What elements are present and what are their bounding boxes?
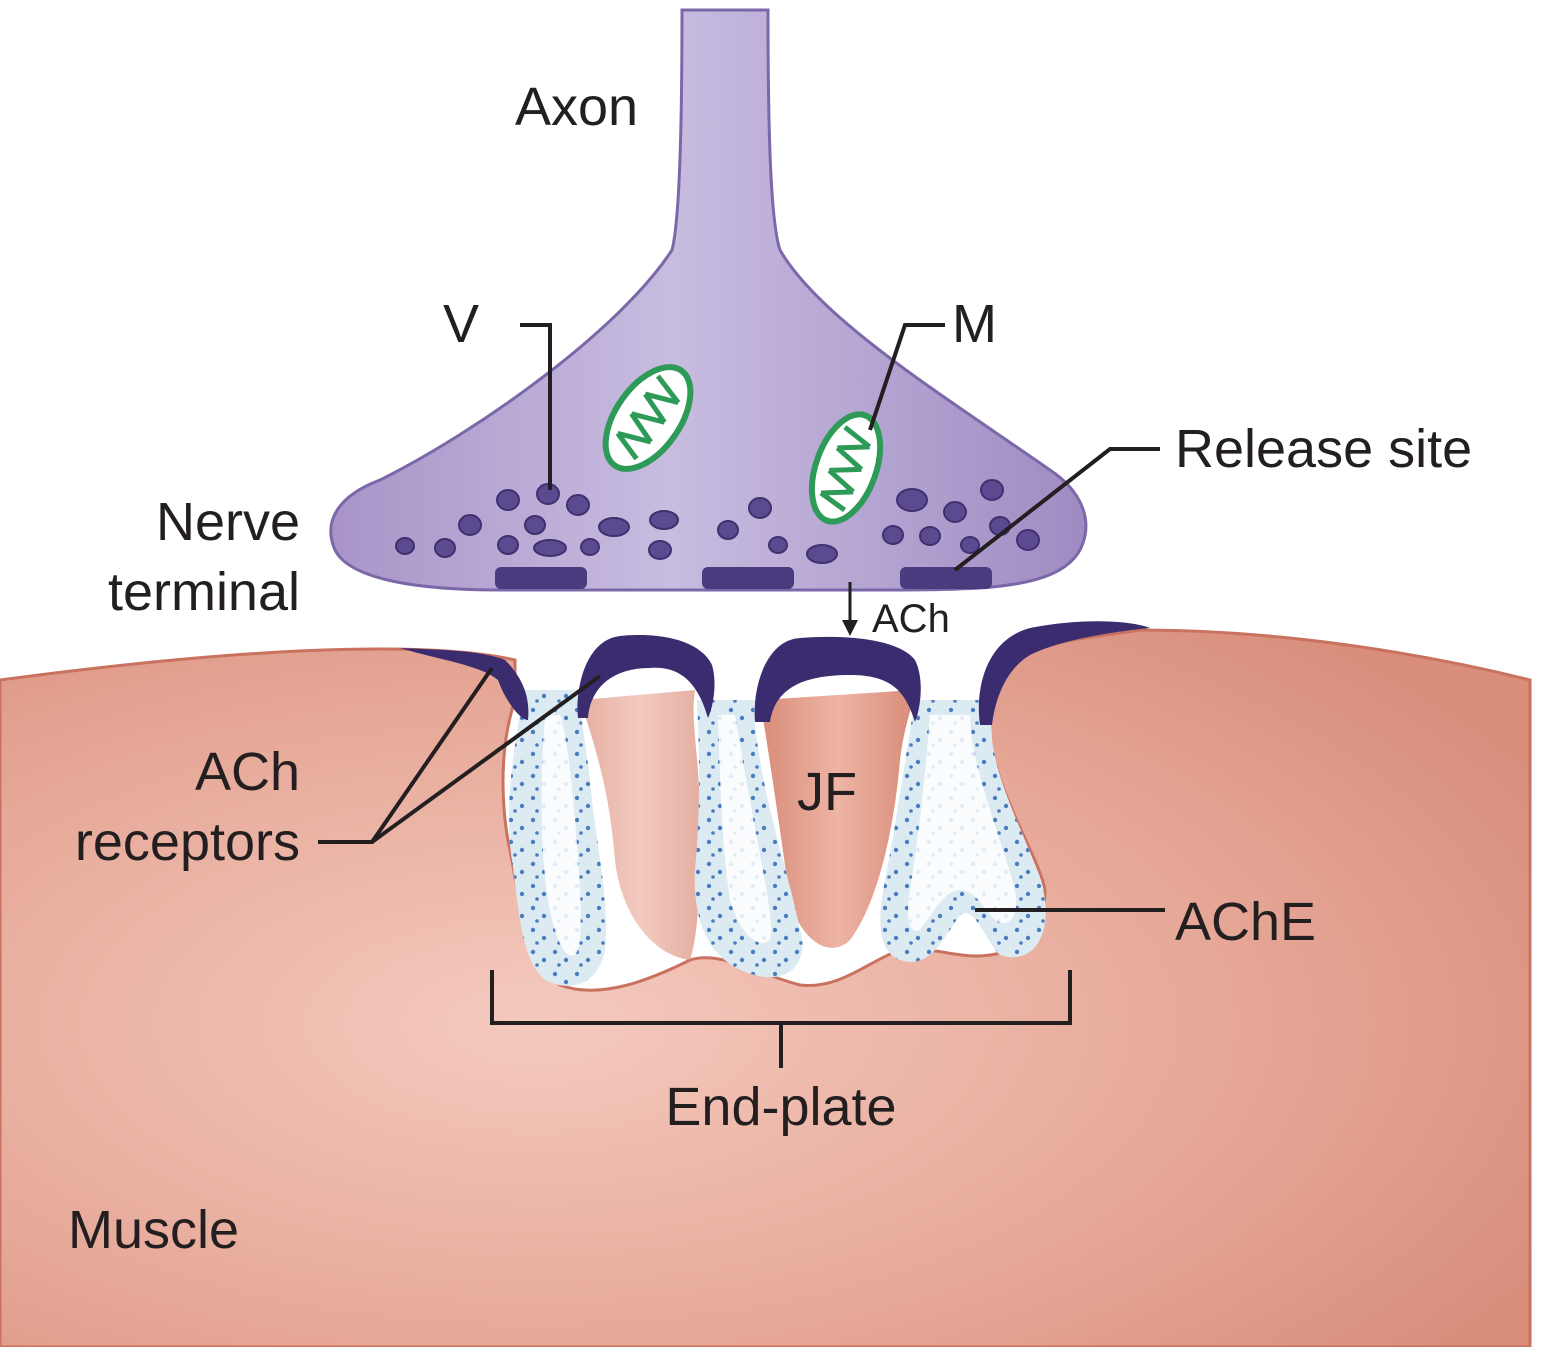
mitochondrion-icon xyxy=(602,364,694,472)
labels: Axon V M Release site Nerve terminal ACh… xyxy=(68,77,1472,1260)
ache-label: AChE xyxy=(1175,892,1316,952)
end-plate-label: End-plate xyxy=(665,1077,896,1137)
synaptic-vesicle-icon xyxy=(458,514,482,536)
ach-release-arrow xyxy=(842,582,858,636)
junctional-fold-label: JF xyxy=(797,762,857,822)
mitochondrion-icon xyxy=(808,411,884,525)
synaptic-vesicle-icon xyxy=(1016,529,1040,551)
ach-receptors xyxy=(400,621,1150,725)
synaptic-vesicle-icon xyxy=(524,515,546,535)
synaptic-vesicle-icon xyxy=(566,494,590,516)
synaptic-vesicles xyxy=(395,479,1040,564)
synaptic-vesicle-icon xyxy=(896,488,928,512)
nerve-terminal xyxy=(329,8,1088,592)
synaptic-vesicle-icon xyxy=(882,525,904,545)
synaptic-vesicle-icon xyxy=(960,536,980,554)
synaptic-vesicle-icon xyxy=(649,510,679,530)
synaptic-vesicle-icon xyxy=(748,497,772,519)
axon-label: Axon xyxy=(515,77,638,137)
vesicle-label: V xyxy=(443,294,479,354)
synaptic-vesicle-icon xyxy=(434,538,456,558)
nerve-terminal-label-line1: Nerve xyxy=(156,492,300,552)
synaptic-vesicle-icon xyxy=(919,526,941,546)
mitochondrion-label: M xyxy=(952,294,997,354)
synaptic-vesicle-icon xyxy=(395,537,415,555)
ach-receptor-icon xyxy=(577,635,715,718)
ach-receptor-icon xyxy=(400,648,529,720)
muscle-label: Muscle xyxy=(68,1200,239,1260)
ach-receptors-label-line2: receptors xyxy=(75,812,300,872)
ach-receptor-icon xyxy=(754,636,921,722)
release-site-icon xyxy=(900,567,992,589)
synaptic-vesicle-icon xyxy=(806,544,838,564)
v-leader xyxy=(520,323,552,490)
synaptic-vesicle-icon xyxy=(648,540,672,560)
ach-arrow-label: ACh xyxy=(872,597,950,641)
synaptic-vesicle-icon xyxy=(580,538,600,556)
synaptic-vesicle-icon xyxy=(943,501,967,523)
synaptic-vesicle-icon xyxy=(717,520,739,540)
m-leader xyxy=(868,323,945,431)
synaptic-vesicle-icon xyxy=(989,516,1011,536)
release-site-leader xyxy=(953,447,1160,572)
release-site-icon xyxy=(495,567,587,589)
synaptic-vesicle-icon xyxy=(496,489,520,511)
ach-receptor-icon xyxy=(978,621,1150,725)
synaptic-vesicle-icon xyxy=(598,517,630,537)
synaptic-vesicle-icon xyxy=(497,535,519,555)
nerve-terminal-label-line2: terminal xyxy=(108,562,300,622)
ach-receptors-label-line1: ACh xyxy=(195,742,300,802)
leader-lines xyxy=(318,323,1165,1068)
release-site-label: Release site xyxy=(1175,419,1472,479)
synaptic-cleft xyxy=(508,690,1046,986)
axon xyxy=(329,8,1088,592)
muscle-fiber xyxy=(0,628,1532,1347)
synaptic-vesicle-icon xyxy=(980,479,1004,501)
end-plate-bracket xyxy=(490,970,1072,1068)
release-site-icon xyxy=(702,567,794,589)
synaptic-vesicle-icon xyxy=(768,536,788,554)
synaptic-vesicle-icon xyxy=(533,539,567,557)
ach-receptors-leader xyxy=(318,666,602,844)
junctional-fold xyxy=(760,690,915,948)
